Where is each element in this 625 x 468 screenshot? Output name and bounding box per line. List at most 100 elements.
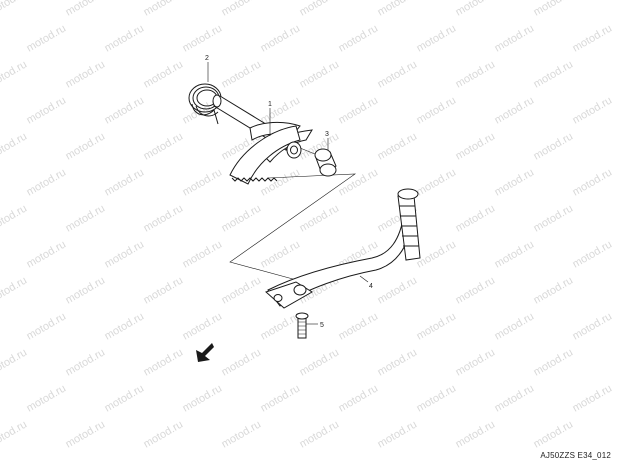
watermark-text: motod.ru — [376, 418, 420, 450]
watermark-text: motod.ru — [0, 202, 29, 234]
watermark-text: motod.ru — [220, 274, 264, 306]
watermark-text: motod.ru — [415, 238, 459, 270]
watermark-text: motod.ru — [142, 418, 186, 450]
watermark-text: motod.ru — [415, 166, 459, 198]
watermark-text: motod.ru — [493, 22, 537, 54]
watermark-text: motod.ru — [259, 238, 303, 270]
watermark-text: motod.ru — [181, 382, 225, 414]
watermark-text: motod.ru — [493, 310, 537, 342]
gear-teeth — [231, 177, 278, 182]
watermark-text: motod.ru — [571, 382, 615, 414]
watermark-text: motod.ru — [64, 418, 108, 450]
watermark-text: motod.ru — [454, 346, 498, 378]
watermark-text: motod.ru — [220, 418, 264, 450]
watermark-text: motod.ru — [493, 94, 537, 126]
watermark-text: motod.ru — [259, 22, 303, 54]
watermark-text: motod.ru — [376, 58, 420, 90]
watermark-text: motod.ru — [220, 58, 264, 90]
watermark-text: motod.ru — [181, 310, 225, 342]
watermark-text: motod.ru — [532, 274, 576, 306]
watermark-text: motod.ru — [103, 166, 147, 198]
watermark-text: motod.ru — [415, 382, 459, 414]
watermark-text: motod.ru — [25, 238, 69, 270]
watermark-text: motod.ru — [376, 346, 420, 378]
watermark-text: motod.ru — [298, 58, 342, 90]
watermark-text: motod.ru — [454, 58, 498, 90]
watermark-text: motod.ru — [142, 58, 186, 90]
watermark-text: motod.ru — [0, 418, 29, 450]
watermark-text: motod.ru — [337, 22, 381, 54]
watermark-text: motod.ru — [298, 202, 342, 234]
watermark-text: motod.ru — [532, 0, 576, 19]
watermark-text: motod.ru — [493, 382, 537, 414]
watermark-text: motod.ru — [0, 346, 29, 378]
watermark-text: motod.ru — [298, 418, 342, 450]
watermark-text: motod.ru — [376, 274, 420, 306]
watermark-text: motod.ru — [64, 0, 108, 19]
watermark-text: motod.ru — [64, 346, 108, 378]
watermark-text: motod.ru — [259, 382, 303, 414]
arrow-down-left-icon — [196, 343, 214, 362]
watermark-text: motod.ru — [25, 382, 69, 414]
watermark-text: motod.ru — [25, 310, 69, 342]
watermark-text: motod.ru — [220, 0, 264, 19]
watermark-text: motod.ru — [0, 274, 29, 306]
watermark-text: motod.ru — [0, 58, 29, 90]
watermark-text: motod.ru — [415, 22, 459, 54]
kick-starter-lever — [265, 188, 421, 309]
watermark-text: motod.ru — [142, 0, 186, 19]
watermark-text: motod.ru — [493, 166, 537, 198]
watermark-text: motod.ru — [571, 22, 615, 54]
bolt — [295, 312, 309, 339]
watermark-text: motod.ru — [142, 274, 186, 306]
watermark-text: motod.ru — [220, 202, 264, 234]
watermark-text: motod.ru — [64, 202, 108, 234]
watermark-text: motod.ru — [454, 202, 498, 234]
watermark-text: motod.ru — [0, 130, 29, 162]
watermark-text: motod.ru — [103, 382, 147, 414]
watermark-text: motod.ru — [571, 94, 615, 126]
callout-5: 5 — [320, 322, 324, 329]
bushing — [314, 148, 337, 177]
watermark-text: motod.ru — [259, 166, 303, 198]
watermark-text: motod.ru — [532, 418, 576, 450]
watermark-text: motod.ru — [337, 310, 381, 342]
watermark-text: motod.ru — [571, 166, 615, 198]
watermark-text: motod.ru — [532, 58, 576, 90]
watermark-text: motod.ru — [337, 382, 381, 414]
watermark-text: motod.ru — [571, 310, 615, 342]
watermark-text: motod.ru — [142, 202, 186, 234]
watermark-text: motod.ru — [25, 166, 69, 198]
watermark-text: motod.ru — [220, 346, 264, 378]
kick-starter-shaft — [212, 94, 313, 185]
watermark-text: motod.ru — [103, 310, 147, 342]
drawing-code: AJ50ZZS E34_012 — [540, 451, 611, 460]
watermark-text: motod.ru — [259, 310, 303, 342]
watermark-text: motod.ru — [493, 238, 537, 270]
watermark-text: motod.ru — [259, 94, 303, 126]
callout-2: 2 — [205, 55, 209, 62]
watermark-text: motod.ru — [376, 0, 420, 19]
watermark-text: motod.ru — [0, 0, 29, 19]
watermark-text: motod.ru — [64, 274, 108, 306]
watermark-text: motod.ru — [376, 130, 420, 162]
watermark-text: motod.ru — [103, 238, 147, 270]
watermark-text: motod.ru — [532, 346, 576, 378]
watermark-text: motod.ru — [181, 238, 225, 270]
watermark-text: motod.ru — [454, 418, 498, 450]
watermark-text: motod.ru — [142, 130, 186, 162]
watermark-text: motod.ru — [337, 94, 381, 126]
watermark-text: motod.ru — [181, 22, 225, 54]
watermark-text: motod.ru — [532, 130, 576, 162]
watermark-text: motod.ru — [64, 58, 108, 90]
watermark-text: motod.ru — [415, 94, 459, 126]
watermark-text: motod.ru — [103, 22, 147, 54]
callout-3: 3 — [325, 131, 329, 138]
watermark-text: motod.ru — [298, 346, 342, 378]
watermark-text: motod.ru — [142, 346, 186, 378]
watermark-text: motod.ru — [25, 22, 69, 54]
watermark-layer: motod.ru motod.ru motod.ru motod.ru motod.ru… — [0, 0, 614, 451]
watermark-text: motod.ru — [532, 202, 576, 234]
watermark-text: motod.ru — [25, 94, 69, 126]
